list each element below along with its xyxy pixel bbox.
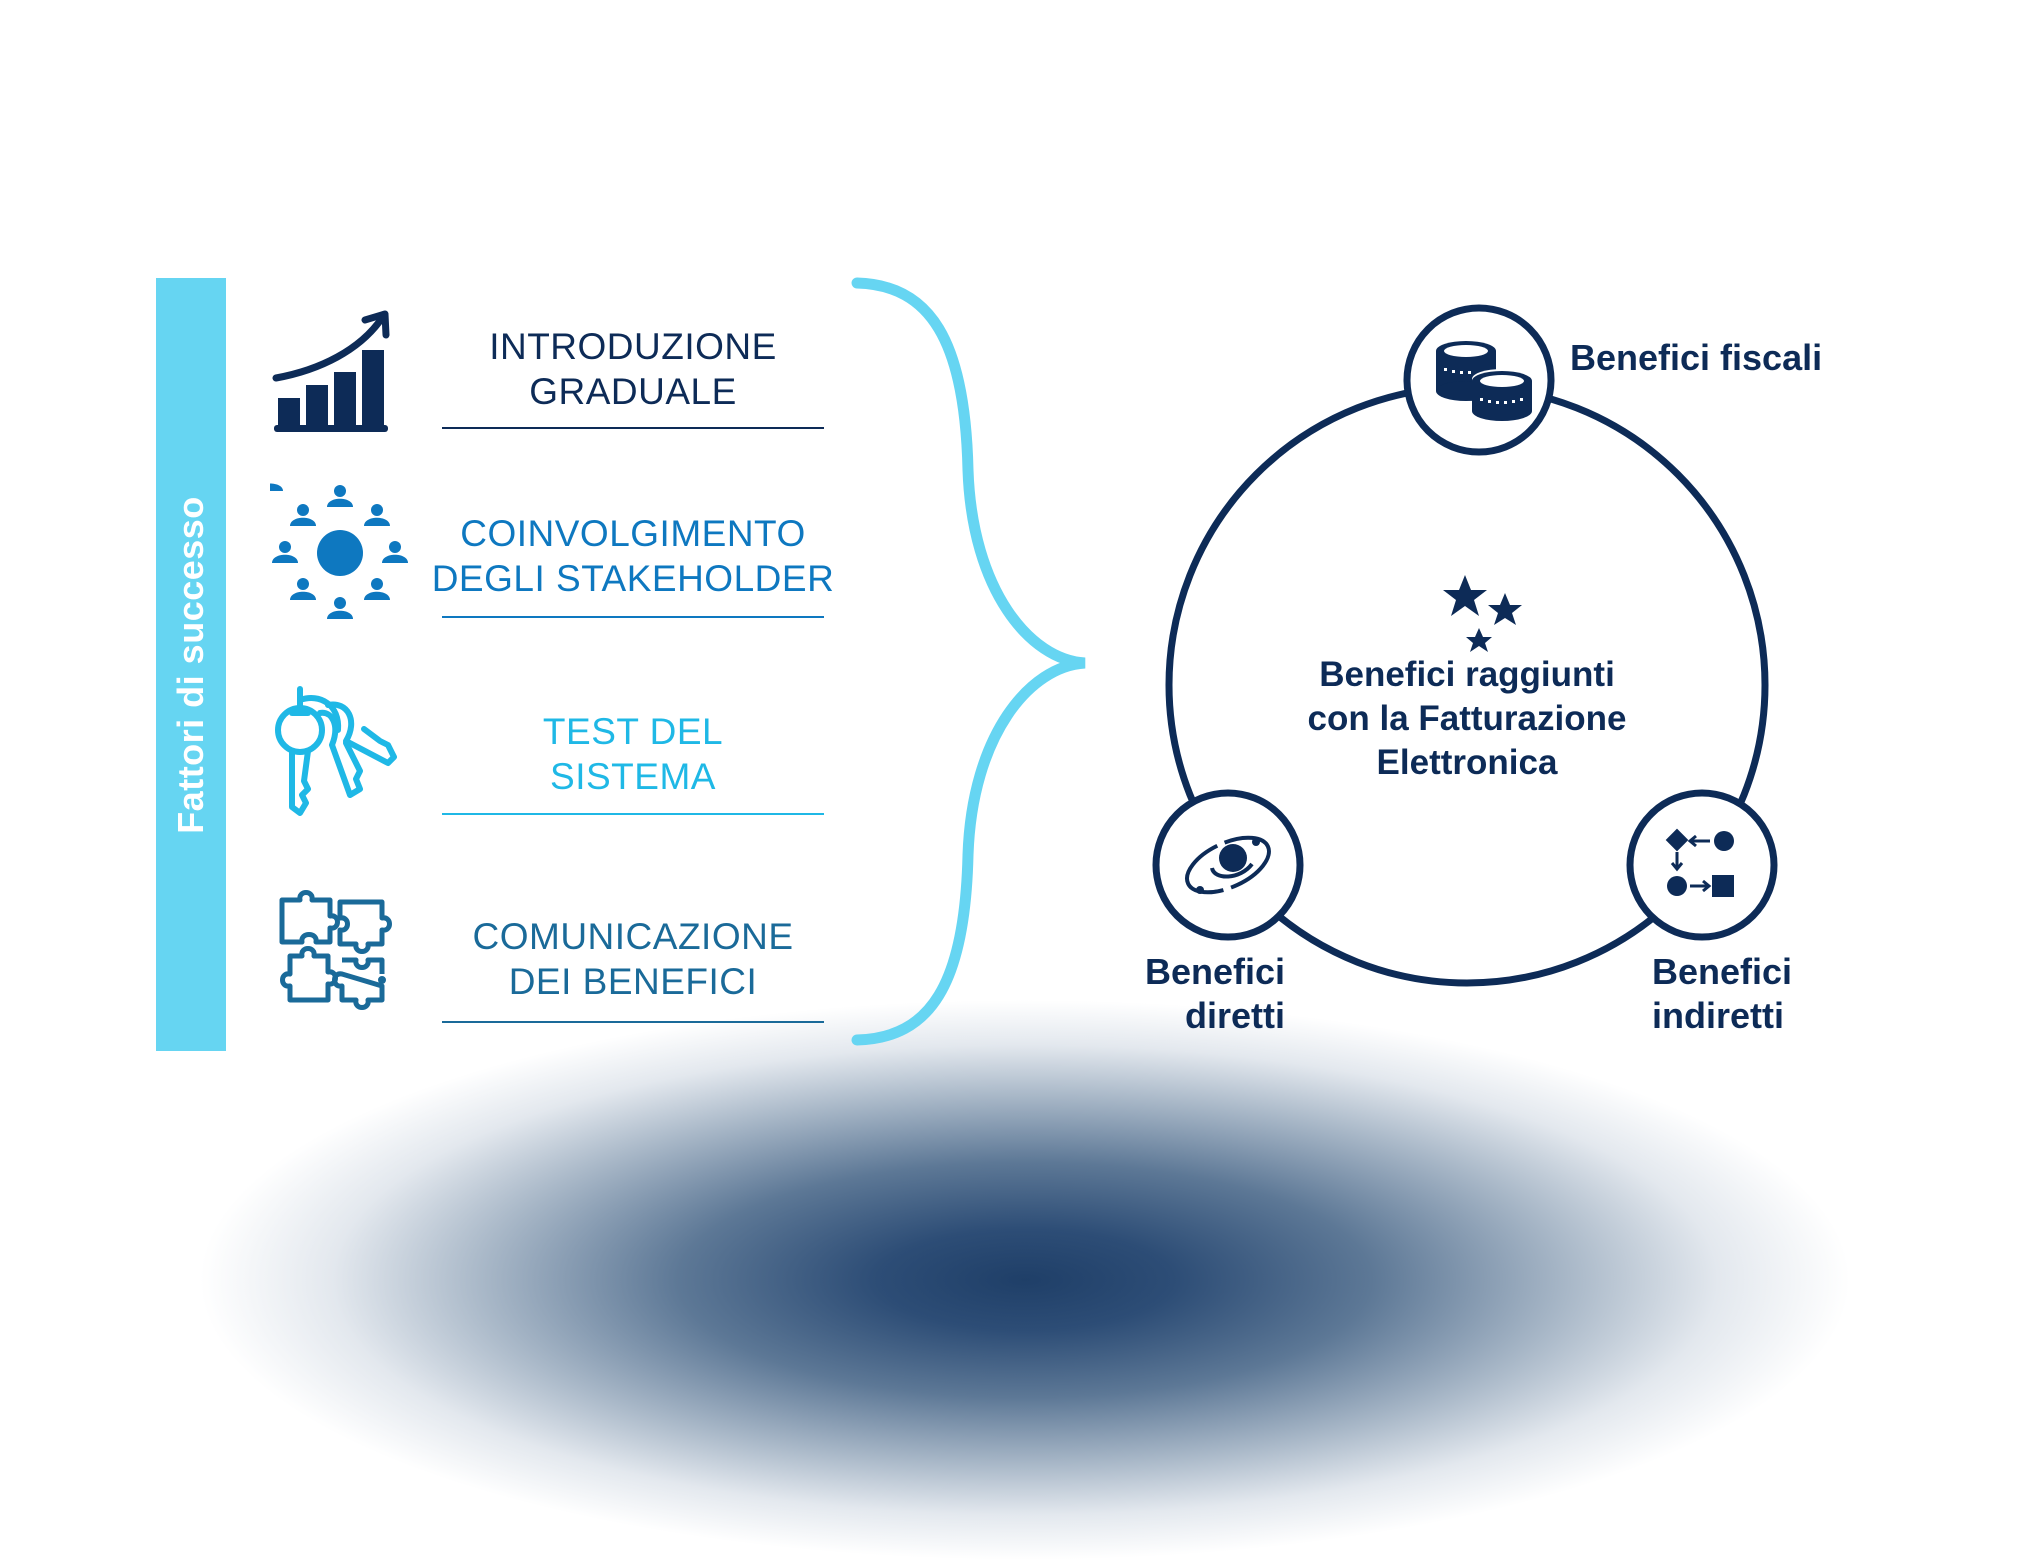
factor-divider bbox=[442, 1021, 824, 1023]
puzzle-icon bbox=[270, 890, 415, 1035]
factor-label: COINVOLGIMENTO DEGLI STAKEHOLDER bbox=[432, 511, 834, 601]
keys-icon bbox=[270, 685, 415, 830]
orbit-node bbox=[1152, 789, 1304, 941]
process-node bbox=[1626, 789, 1778, 941]
factor-label-line2: SISTEMA bbox=[550, 756, 716, 797]
factor-label-line1: COINVOLGIMENTO bbox=[460, 513, 806, 554]
stars-icon bbox=[1443, 575, 1522, 652]
process-flow-icon bbox=[1665, 828, 1734, 897]
factor-label: TEST DEL SISTEMA bbox=[442, 709, 824, 799]
center-title-line3: Elettronica bbox=[1376, 743, 1558, 782]
orbit-icon bbox=[1185, 835, 1271, 895]
center-title-line2: con la Fatturazione bbox=[1307, 699, 1627, 738]
factor-label-line1: TEST DEL bbox=[542, 711, 724, 752]
label-line1: Benefici bbox=[1144, 951, 1285, 992]
label-line1: Benefici fiscali bbox=[1570, 337, 1823, 378]
benefits-diagram bbox=[1152, 304, 1778, 987]
success-factors-bar: Fattori di successo bbox=[156, 278, 226, 1051]
direct-benefits-label: Benefici diretti bbox=[1080, 950, 1285, 1038]
label-line1: Benefici bbox=[1652, 951, 1793, 992]
factor-label: COMUNICAZIONE DEI BENEFICI bbox=[442, 914, 824, 1004]
factor-label-line1: INTRODUZIONE bbox=[489, 326, 777, 367]
factor-label-line2: GRADUALE bbox=[529, 371, 737, 412]
factor-divider bbox=[442, 616, 824, 618]
factor-label: INTRODUZIONE GRADUALE bbox=[442, 324, 824, 414]
stakeholders-icon bbox=[270, 483, 415, 628]
fiscal-benefits-label: Benefici fiscali bbox=[1570, 336, 1822, 380]
indirect-benefits-label: Benefici indiretti bbox=[1652, 950, 1792, 1038]
factor-label-line2: DEGLI STAKEHOLDER bbox=[431, 558, 835, 599]
label-line2: indiretti bbox=[1652, 995, 1784, 1036]
center-title: Benefici raggiunti con la Fatturazione E… bbox=[1267, 653, 1667, 785]
factor-label-line2: DEI BENEFICI bbox=[508, 961, 758, 1002]
growth-chart-icon bbox=[270, 310, 415, 455]
curly-brace bbox=[851, 277, 1086, 1046]
factor-label-line1: COMUNICAZIONE bbox=[472, 916, 794, 957]
factor-divider bbox=[442, 813, 824, 815]
factor-divider bbox=[442, 427, 824, 429]
center-title-line1: Benefici raggiunti bbox=[1319, 655, 1615, 694]
label-line2: diretti bbox=[1184, 995, 1285, 1036]
coins-node bbox=[1403, 304, 1555, 456]
coins-icon bbox=[1436, 341, 1532, 421]
